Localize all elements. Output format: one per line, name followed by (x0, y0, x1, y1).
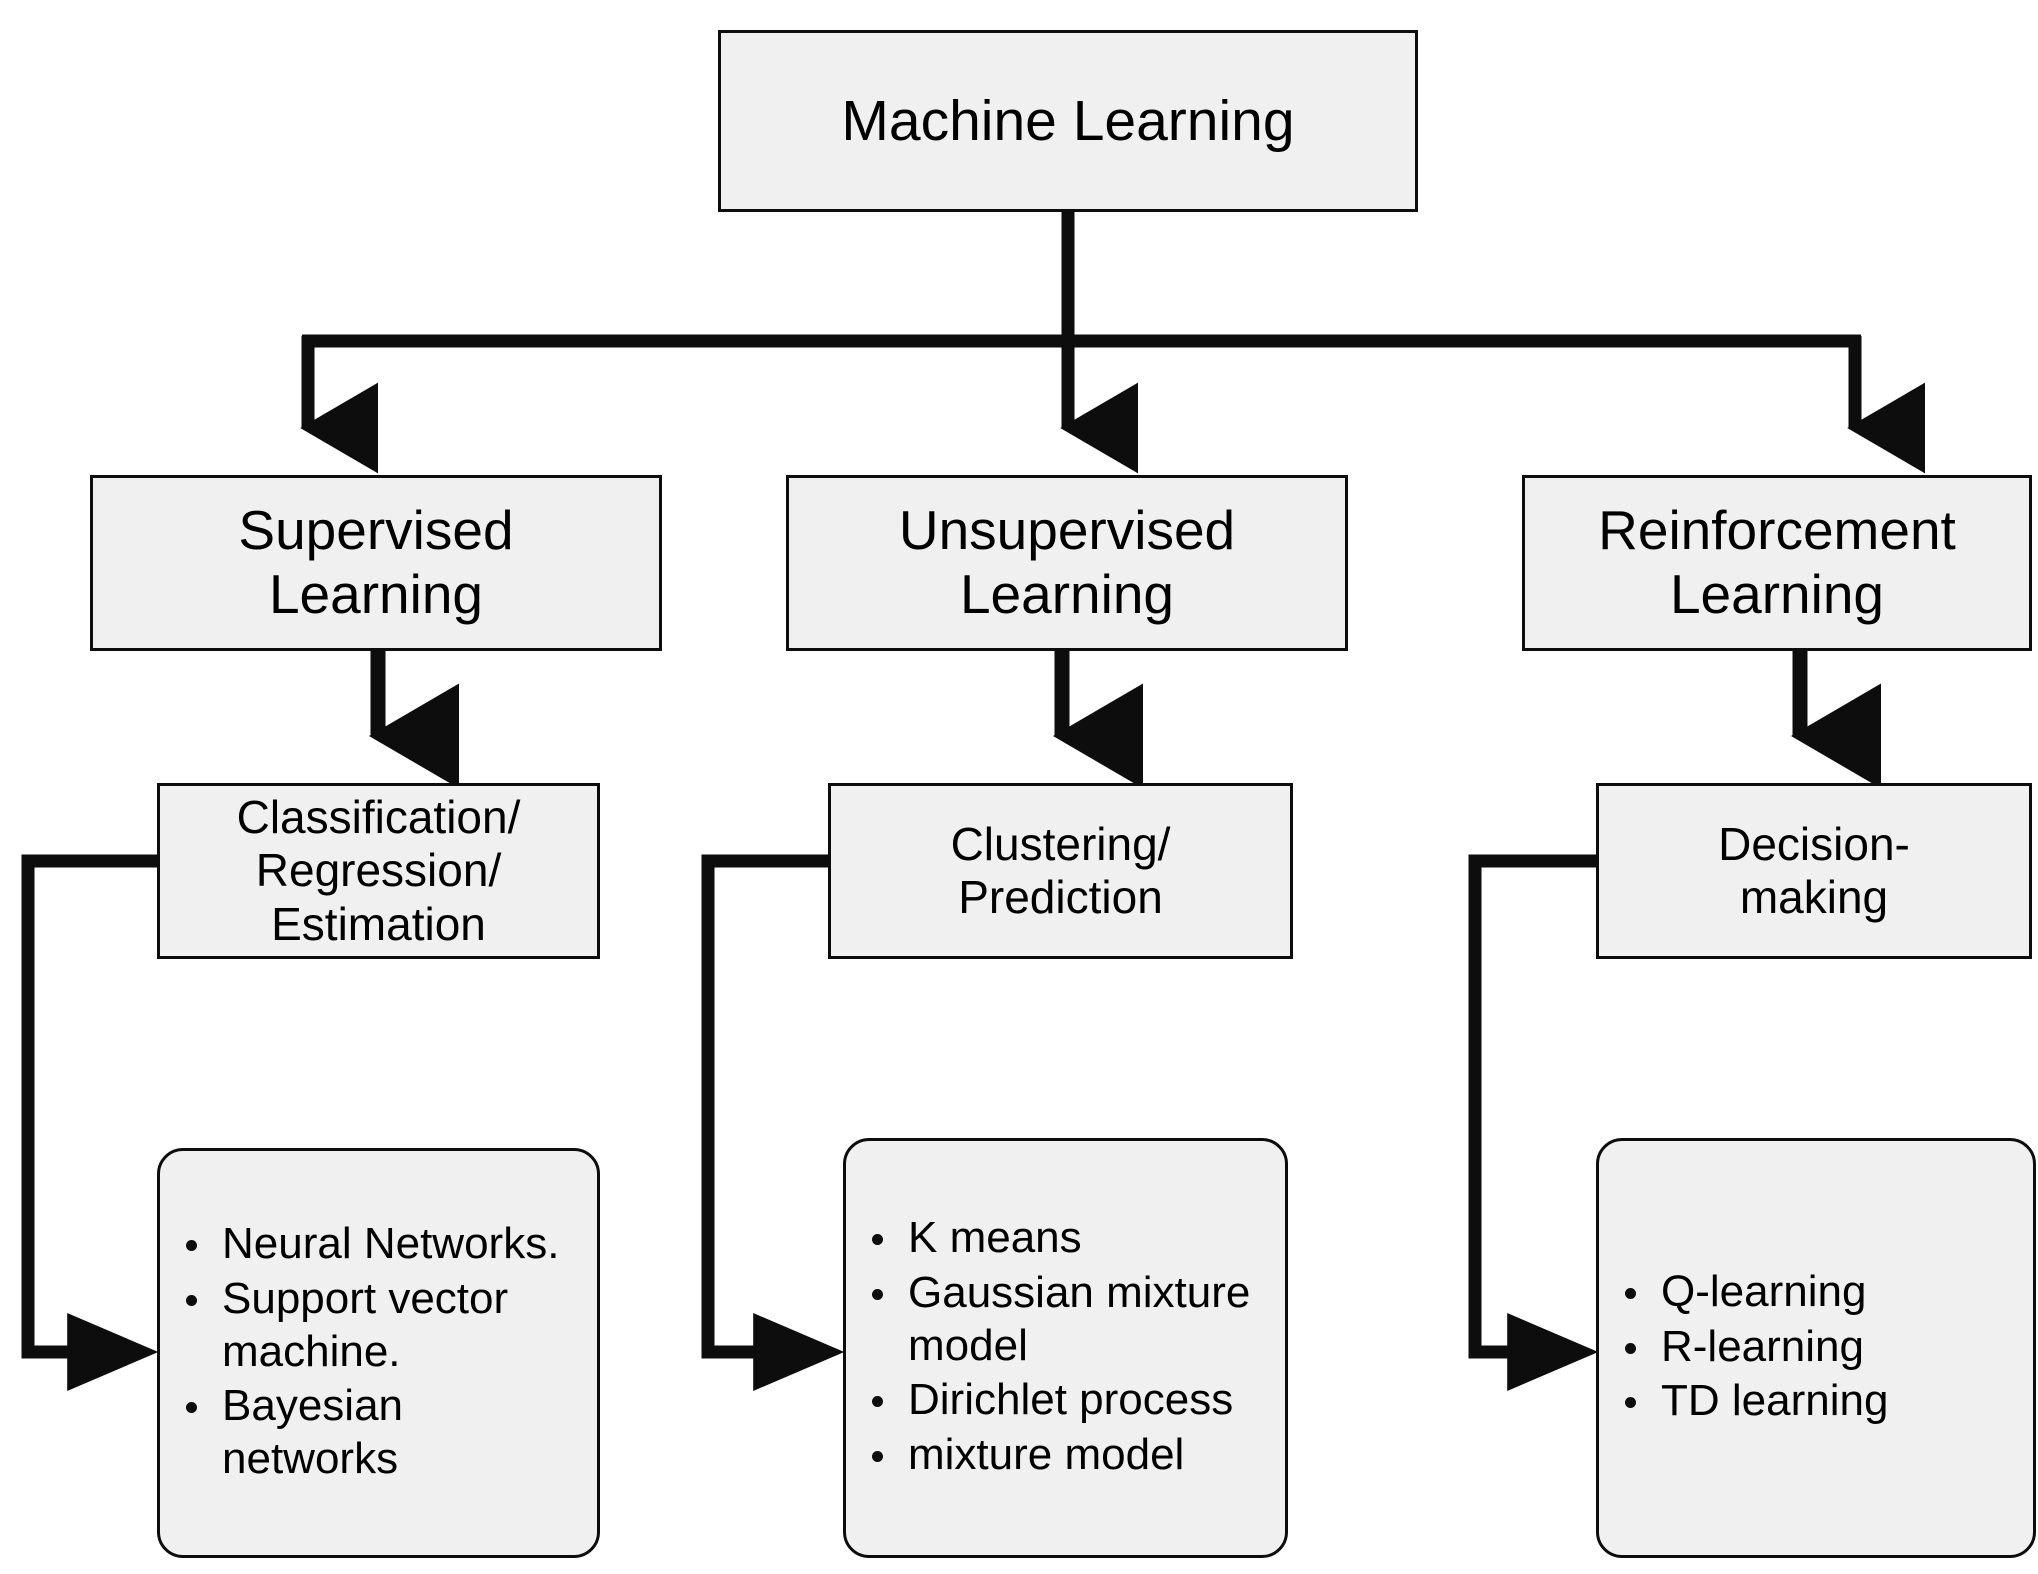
node-decision-making-label: Decision- making (1718, 817, 1910, 923)
list-item: Bayesian networks (186, 1380, 581, 1486)
list-item: Support vector machine. (186, 1273, 581, 1379)
node-clustering-prediction-label: Clustering/ Prediction (950, 817, 1171, 923)
list-item: Dirichlet process (872, 1374, 1269, 1427)
node-supervised-learning-label: Supervised Learning (238, 499, 514, 625)
node-supervised-methods: Neural Networks.Support vector machine.B… (157, 1148, 600, 1558)
node-reinforcement-learning: Reinforcement Learning (1522, 475, 2032, 651)
list-item: Gaussian mixture model (872, 1267, 1269, 1373)
node-supervised-learning: Supervised Learning (90, 475, 662, 651)
node-decision-making: Decision- making (1596, 783, 2032, 959)
node-classification-regression-estimation: Classification/ Regression/ Estimation (157, 783, 600, 959)
node-unsupervised-learning: Unsupervised Learning (786, 475, 1348, 651)
list-item: R-learning (1625, 1321, 2017, 1374)
connector-classification-to-methods (21, 854, 159, 1391)
connector-clustering-to-methods (701, 854, 845, 1391)
list-item: mixture model (872, 1429, 1269, 1482)
node-machine-learning-label: Machine Learning (841, 88, 1295, 153)
supervised-methods-list: Neural Networks.Support vector machine.B… (160, 1218, 597, 1488)
node-unsupervised-learning-label: Unsupervised Learning (898, 499, 1236, 625)
list-item: Q-learning (1625, 1266, 2017, 1319)
node-machine-learning: Machine Learning (718, 30, 1418, 212)
list-item: Neural Networks. (186, 1218, 581, 1271)
node-classification-regression-estimation-label: Classification/ Regression/ Estimation (236, 790, 521, 950)
node-reinforcement-learning-label: Reinforcement Learning (1598, 499, 1956, 625)
list-item: K means (872, 1212, 1269, 1265)
list-item: TD learning (1625, 1375, 2017, 1428)
node-clustering-prediction: Clustering/ Prediction (828, 783, 1293, 959)
connector-decision-to-methods (1468, 854, 1599, 1391)
